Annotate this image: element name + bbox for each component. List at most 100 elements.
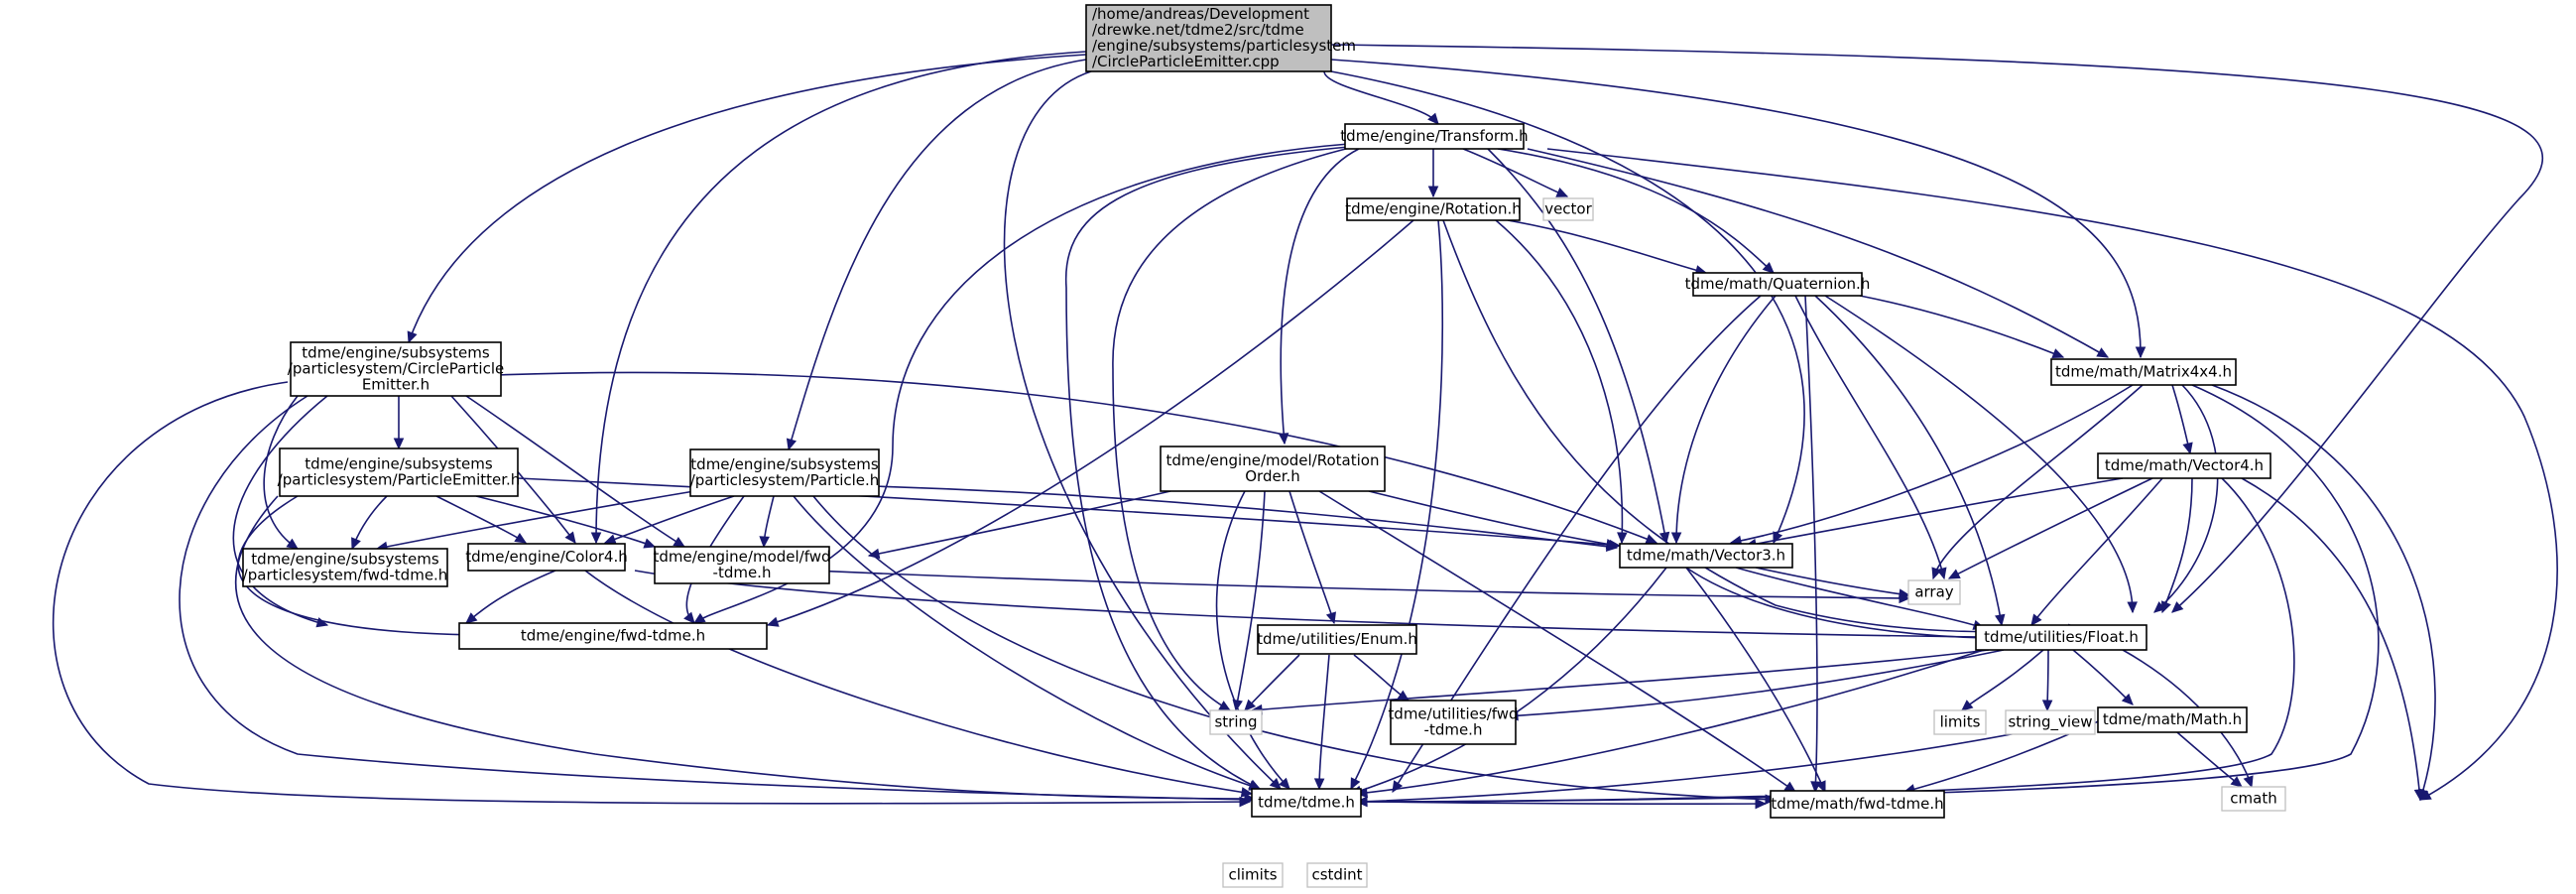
node-matrix4x4[interactable]: tdme/math/Matrix4x4.h [2050, 358, 2237, 386]
node-box [242, 548, 448, 587]
edge-mathh-tdmeh [1356, 718, 2084, 803]
node-pe-h[interactable]: tdme/engine/subsystems/particlesystem/Pa… [278, 447, 521, 497]
node-label: /drewke.net/tdme2/src/tdme [1092, 21, 1304, 39]
arrowhead [2413, 789, 2425, 802]
node-quaternion[interactable]: tdme/math/Quaternion.h [1685, 272, 1871, 297]
arrowhead [1232, 699, 1243, 712]
node-box [1209, 709, 1263, 735]
node-box [2005, 709, 2096, 735]
node-box [1770, 790, 1945, 819]
edge-root-color4 [595, 51, 1087, 544]
dependency-edges [52, 44, 2558, 806]
node-tdme-h[interactable]: tdme/tdme.h [1251, 788, 1362, 818]
node-rotation[interactable]: tdme/engine/Rotation.h [1345, 197, 1522, 221]
arrowhead [673, 536, 686, 548]
node-vector3[interactable]: tdme/math/Vector3.h [1619, 543, 1793, 569]
node-root[interactable]: /home/andreas/Development/drewke.net/tdm… [1085, 4, 1356, 72]
node-limits[interactable]: limits [1933, 709, 1987, 735]
arrowhead [1392, 780, 1404, 794]
edge-float-limits [1961, 649, 2044, 711]
node-array[interactable]: array [1907, 579, 1961, 605]
edge-rotorder-mathfwd [1318, 490, 1796, 793]
node-cstdint[interactable]: cstdint [1306, 862, 1368, 888]
arrowhead [867, 548, 881, 560]
arrowhead [2041, 700, 2053, 712]
arrowhead [1931, 567, 1942, 580]
edge-cpe-tdmeh [52, 381, 1251, 805]
edge-rotorder-string [1235, 490, 1266, 711]
arrowhead [1355, 796, 1368, 807]
arrowhead [1397, 690, 1411, 702]
node-label: /particlesystem/ParticleEmitter.h [278, 471, 521, 489]
arrowhead [1244, 699, 1257, 711]
node-math-fwd[interactable]: tdme/math/fwd-tdme.h [1770, 790, 1945, 819]
edge-particle-mathfwd [812, 495, 1777, 801]
node-climits[interactable]: climits [1222, 862, 1284, 888]
arrowhead [2171, 601, 2184, 613]
node-model-fwd[interactable]: tdme/engine/model/fwd-tdme.h [653, 546, 831, 584]
node-string-view[interactable]: string_view [2005, 709, 2096, 735]
arrowhead [286, 538, 299, 550]
node-label: tdme/engine/subsystems [302, 344, 490, 362]
node-string[interactable]: string [1209, 709, 1263, 735]
node-vector[interactable]: vector [1542, 197, 1594, 221]
arrowhead [1240, 787, 1254, 798]
arrowhead [1325, 611, 1336, 625]
node-label: tdme/engine/subsystems [305, 455, 493, 473]
edge-vector4-array [1948, 477, 2153, 579]
edge-color4-array [664, 563, 1910, 599]
node-cpe-h[interactable]: tdme/engine/subsystems/particlesystem/Ci… [288, 341, 504, 397]
arrowhead [2121, 693, 2134, 705]
arrowhead [683, 611, 695, 624]
arrowhead [1427, 186, 1439, 198]
edge-transform-mathfwd [1546, 148, 2558, 801]
node-label: tdme/engine/Transform.h [1340, 127, 1528, 145]
node-label: tdme/tdme.h [1258, 794, 1355, 812]
edge-rotation-enginefwd [767, 219, 1414, 626]
arrowhead [1617, 532, 1628, 545]
edge-matrix-mathh [2153, 384, 2219, 613]
node-label: /home/andreas/Development [1092, 5, 1309, 23]
node-ps-fwd[interactable]: tdme/engine/subsystems/particlesystem/fw… [242, 548, 448, 587]
edge-root-tdmeh [1003, 70, 1282, 790]
edge-enum-tdmeh [1318, 654, 1330, 790]
node-cmath[interactable]: cmath [2221, 786, 2286, 812]
node-box [2097, 452, 2271, 479]
edge-vector4-float [2030, 477, 2163, 626]
node-vector4[interactable]: tdme/math/Vector4.h [2097, 452, 2271, 479]
node-util-fwd[interactable]: tdme/utilities/fwd-tdme.h [1388, 700, 1519, 745]
arrowhead [692, 612, 706, 624]
node-label: tdme/math/fwd-tdme.h [1771, 795, 1943, 813]
arrowhead [514, 532, 528, 544]
arrowhead [1762, 262, 1775, 274]
node-label: tdme/math/Math.h [2103, 710, 2242, 728]
arrowhead [1815, 780, 1826, 794]
node-math-h[interactable]: tdme/math/Math.h [2097, 706, 2248, 733]
arrowhead [465, 612, 478, 624]
edge-transform-rotorder [1280, 148, 1360, 445]
node-enum-h[interactable]: tdme/utilities/Enum.h [1257, 624, 1417, 655]
node-float-h[interactable]: tdme/utilities/Float.h [1975, 624, 2147, 651]
node-particle-h[interactable]: tdme/engine/subsystems/particlesystem/Pa… [689, 448, 880, 497]
node-label: tdme/engine/subsystems [690, 455, 879, 473]
node-label: tdme/engine/Rotation.h [1345, 200, 1522, 218]
arrowhead [1218, 701, 1232, 711]
arrowhead [2030, 613, 2042, 626]
arrowhead [1279, 777, 1290, 790]
arrowhead [1555, 188, 1569, 197]
node-box [2221, 786, 2286, 812]
edge-transform-tdmeh [1064, 146, 1350, 790]
node-color4[interactable]: tdme/engine/Color4.h [465, 543, 628, 572]
edge-float-utilfwd [1507, 649, 2005, 717]
node-box [1085, 4, 1332, 72]
edge-matrix-vector4 [2171, 384, 2191, 454]
edge-root-transform [1323, 70, 1439, 125]
node-transform[interactable]: tdme/engine/Transform.h [1340, 123, 1529, 150]
edge-color4-enginefwd [465, 570, 556, 624]
node-box [1933, 709, 1987, 735]
node-engine-fwd[interactable]: tdme/engine/fwd-tdme.h [458, 622, 768, 650]
arrowhead [1670, 532, 1682, 545]
arrowhead [1350, 777, 1361, 791]
edge-transform-vector [1462, 148, 1568, 197]
